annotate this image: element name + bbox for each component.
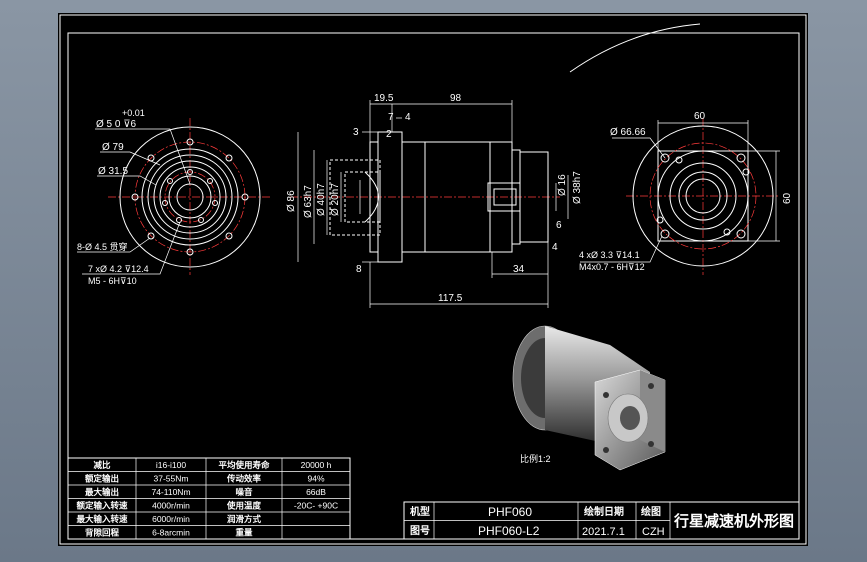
side-dim-4-bottom: 4 [552, 242, 558, 253]
front-dim-shaft: Ø 5 0 ⊽6 [96, 119, 137, 130]
side-dim-63: Ø 63h7 [303, 185, 314, 218]
spec-param-name: 传动效率 [226, 474, 262, 484]
right-view [580, 118, 780, 275]
model-value: PHF060 [488, 505, 532, 519]
side-dim-16: Ø 16 [557, 174, 568, 196]
front-dim-holes: 8-Ø 4.5 贯穿 [77, 241, 128, 252]
spec-param-value: i16-i100 [156, 460, 187, 470]
front-dim-79: Ø 79 [102, 142, 124, 153]
spec-param-value: -20C- +90C [294, 501, 338, 511]
spec-param-value: 66dB [306, 487, 326, 497]
side-dim-40: Ø 40h7 [316, 183, 327, 216]
title-block [403, 501, 800, 540]
spec-table [67, 457, 351, 540]
date-label: 绘制日期 [584, 505, 624, 518]
spec-param-value: 94% [307, 474, 324, 484]
side-dim-98: 98 [450, 93, 462, 104]
side-dim-3: 3 [353, 127, 359, 138]
sheet-arc [569, 23, 701, 73]
spec-param-value: 6000r/min [152, 514, 190, 524]
side-dim-117-5: 117.5 [438, 293, 463, 304]
spec-param-name: 减比 [93, 460, 111, 470]
spec-param-name: 最大输出 [85, 487, 119, 497]
spec-param-name: 使用温度 [226, 501, 262, 511]
outer-frame [59, 14, 807, 545]
side-dim-34: 34 [513, 264, 525, 275]
drawing-no-label: 图号 [410, 525, 430, 537]
model-label: 机型 [410, 505, 430, 518]
front-dim-tapped: 7 xØ 4.2 ⊽12.4 [88, 264, 149, 274]
right-dim-60-horizontal: 60 [694, 111, 706, 122]
side-dim-19-5: 19.5 [374, 93, 394, 104]
isometric-render [512, 325, 666, 471]
side-dim-20: Ø 20h7 [330, 183, 341, 216]
spec-param-value: 4000r/min [152, 501, 190, 511]
drafter-label: 绘图 [641, 505, 661, 518]
spec-param-name: 平均使用寿命 [218, 460, 270, 470]
spec-param-name: 重量 [235, 528, 253, 538]
right-dim-thread: M4x0.7 - 6H⊽12 [579, 262, 645, 272]
front-view [77, 118, 272, 275]
spec-param-name: 润滑方式 [227, 514, 262, 524]
spec-param-value: 20000 h [301, 460, 332, 470]
spec-param-value: 74-110Nm [151, 487, 190, 497]
spec-param-name: 额定输入转速 [76, 501, 128, 511]
front-dim-31-5: Ø 31.5 [98, 166, 128, 177]
front-dim-tol: +0.01 [122, 108, 145, 118]
spec-param-name: 噪音 [235, 487, 253, 497]
drawing-title: 行星减速机外形图 [673, 512, 794, 530]
drafter-value: CZH [642, 526, 665, 538]
right-dim-66-66: Ø 66.66 [610, 127, 646, 138]
spec-table-cells: 减比 i16-i100 平均使用寿命 20000 h 额定输出 37-55Nm 传动效率 94… [76, 460, 338, 538]
spec-param-name: 背隙回程 [85, 528, 120, 538]
side-dim-2: 2 [386, 129, 392, 140]
side-dim-8: 8 [356, 264, 362, 275]
spec-param-name: 额定输出 [85, 474, 119, 484]
right-dim-60-vertical: 60 [782, 192, 793, 204]
right-dim-tapped: 4 xØ 3.3 ⊽14.1 [579, 250, 640, 260]
spec-param-value: 37-55Nm [154, 474, 189, 484]
spec-param-value: 6-8arcmin [152, 528, 190, 538]
side-dim-4-top: 4 [405, 112, 411, 123]
front-dim-thread: M5 - 6H⊽10 [88, 276, 137, 286]
sheet-background [58, 13, 808, 546]
date-value: 2021.7.1 [582, 526, 625, 538]
side-dim-6: 6 [556, 220, 562, 231]
iso-scale-label: 比例1:2 [520, 453, 551, 464]
side-view [290, 100, 569, 308]
drawing-no-value: PHF060-L2 [478, 524, 540, 538]
spec-param-name: 最大输入转速 [76, 514, 128, 524]
side-dim-7: 7 [388, 112, 394, 123]
side-dim-86: Ø 86 [286, 190, 297, 212]
side-dim-38: Ø 38h7 [572, 171, 583, 204]
